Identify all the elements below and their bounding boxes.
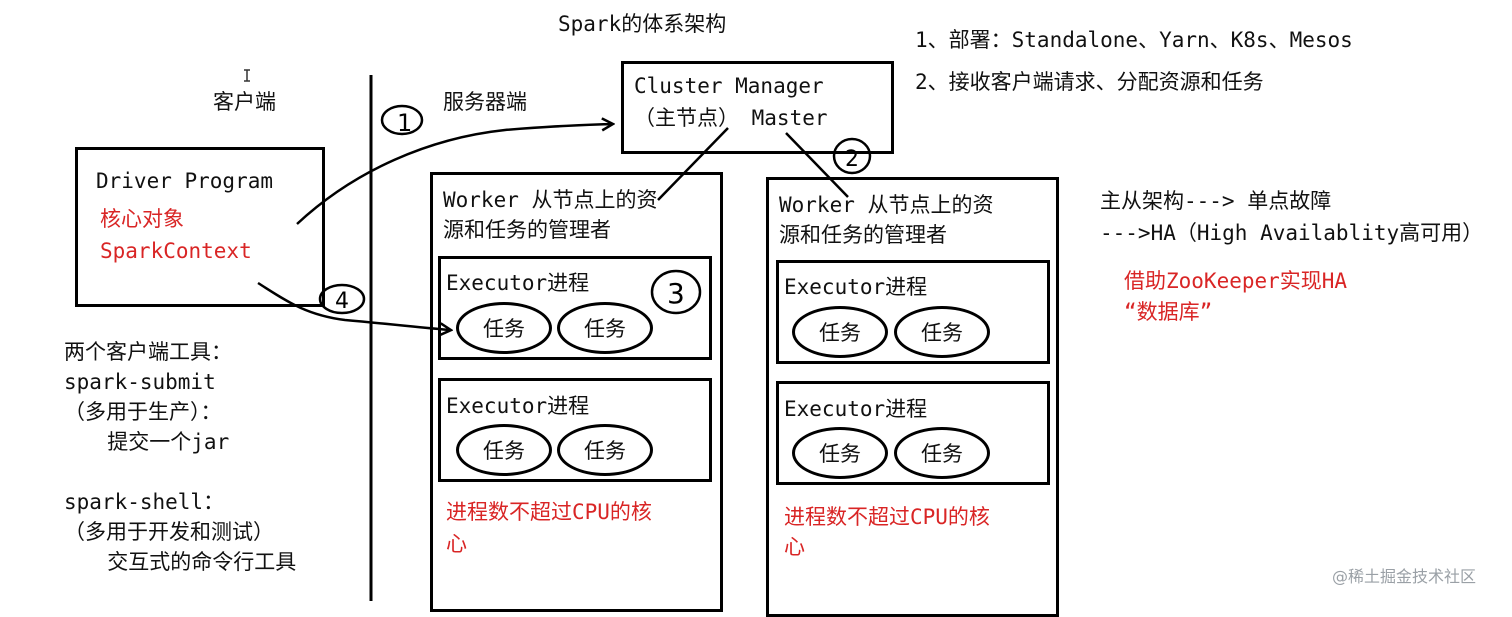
ha-line-1: 主从架构---> 单点故障 xyxy=(1100,189,1332,213)
note-line-1: 1、部署：Standalone、Yarn、K8s、Mesos xyxy=(915,28,1353,52)
task-2a-1: 任务 xyxy=(792,306,888,358)
ha-database: “数据库” xyxy=(1124,300,1213,324)
worker-1-desc-line2: 源和任务的管理者 xyxy=(443,218,611,242)
tool-spark-shell-desc: 交互式的命令行工具 xyxy=(82,550,297,574)
task-2b-2: 任务 xyxy=(894,427,990,479)
executor-box-1b xyxy=(438,378,712,482)
step-mark-1: 1 xyxy=(397,109,412,137)
spark-context-label: SparkContext xyxy=(100,239,252,263)
task-2a-2: 任务 xyxy=(894,306,990,358)
driver-core-label: 核心对象 xyxy=(100,207,184,231)
executor-2a-label: Executor进程 xyxy=(784,275,928,299)
worker-2-note-line1: 进程数不超过CPU的核 xyxy=(784,505,990,529)
diagram-title: Spark的体系架构 xyxy=(558,12,727,36)
worker-2-desc-line2: 源和任务的管理者 xyxy=(779,223,947,247)
step-mark-4-circle xyxy=(318,283,366,315)
executor-1a-label: Executor进程 xyxy=(446,271,590,295)
step-mark-1-circle xyxy=(380,104,424,136)
client-label: 客户端 xyxy=(213,90,276,114)
note-line-2: 2、接收客户端请求、分配资源和任务 xyxy=(915,70,1264,94)
ha-zookeeper: 借助ZooKeeper实现HA xyxy=(1124,269,1348,293)
driver-program-box xyxy=(75,147,325,307)
worker-2-note-line2: 心 xyxy=(784,535,805,559)
cluster-manager-master: （主节点） Master xyxy=(634,106,828,130)
executor-box-2b xyxy=(776,381,1050,485)
watermark: @稀土掘金技术社区 xyxy=(1332,567,1477,586)
task-1a-2: 任务 xyxy=(557,302,653,354)
driver-program-title: Driver Program xyxy=(96,169,274,193)
text-cursor-icon xyxy=(244,69,250,82)
ha-line-2: --->HA（High Availablity高可用） xyxy=(1100,221,1484,245)
server-label: 服务器端 xyxy=(443,90,527,114)
task-1b-1: 任务 xyxy=(456,424,552,476)
task-1a-1: 任务 xyxy=(456,302,552,354)
worker-1-desc-line1: Worker 从节点上的资 xyxy=(443,188,658,212)
cluster-manager-box xyxy=(621,61,894,154)
tool-spark-submit-desc: 提交一个jar xyxy=(82,430,230,454)
tool-spark-submit: spark-submit xyxy=(64,370,216,394)
worker-2-desc-line1: Worker 从节点上的资 xyxy=(779,193,994,217)
worker-1-note-line1: 进程数不超过CPU的核 xyxy=(446,500,652,524)
tool-spark-shell: spark-shell： xyxy=(64,490,225,514)
worker-1-note-line2: 心 xyxy=(446,532,467,556)
task-2b-1: 任务 xyxy=(792,427,888,479)
step-mark-4: 4 xyxy=(335,289,349,314)
tool-spark-shell-usage: （多用于开发和测试） xyxy=(64,520,274,544)
tool-spark-submit-usage: （多用于生产）： xyxy=(64,400,222,424)
executor-1b-label: Executor进程 xyxy=(446,394,590,418)
cluster-manager-title: Cluster Manager xyxy=(634,74,824,98)
task-1b-2: 任务 xyxy=(557,424,653,476)
executor-2b-label: Executor进程 xyxy=(784,397,928,421)
tools-heading: 两个客户端工具： xyxy=(64,340,232,364)
executor-box-2a xyxy=(776,260,1050,364)
